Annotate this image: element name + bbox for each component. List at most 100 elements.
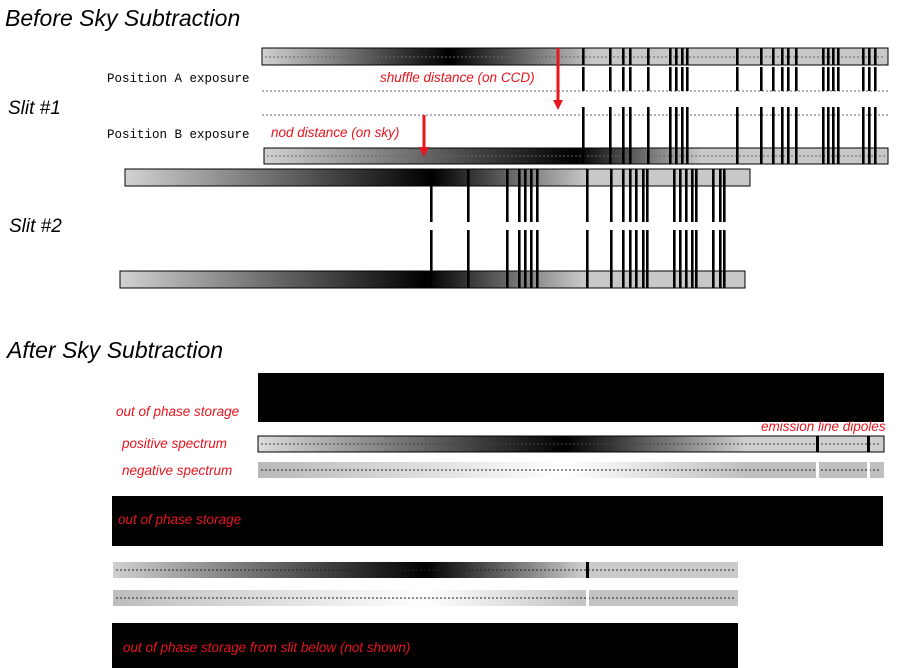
slit1-spectral-line (647, 67, 650, 91)
slit1-spectral-line (681, 67, 684, 91)
slit1-spectral-line (736, 107, 739, 148)
slit2-spectral-line (685, 169, 688, 186)
shuffle-arrow (553, 48, 563, 110)
slit1-spectral-line (787, 107, 790, 148)
slit2-spectral-line (536, 186, 539, 222)
slit1-spectral-line (772, 107, 775, 148)
slit1-spectral-line (686, 148, 689, 164)
slit2-spectral-line (719, 271, 722, 288)
positive-spectrum-label: positive spectrum (121, 436, 227, 451)
slit2-top-bar (124, 168, 751, 187)
slit1-spectral-line (827, 67, 830, 91)
storage-band-bottom (112, 623, 738, 668)
slit1-spectral-line (582, 107, 585, 148)
slit2-spectral-line (467, 230, 470, 271)
slit2-spectral-line (723, 271, 726, 288)
slit1-spectral-line (795, 148, 798, 164)
slit1-spectral-line (827, 48, 830, 65)
slit1-spectral-line (822, 67, 825, 91)
slit2-spectral-line (635, 169, 638, 186)
slit1-spectral-line (622, 107, 625, 148)
slit1-spectral-line (681, 148, 684, 164)
slit2-spectral-line (695, 186, 698, 222)
shuffle-distance-label: shuffle distance (on CCD) (380, 70, 535, 85)
negative-spectrum-label: negative spectrum (122, 463, 232, 478)
slit1-spectral-line (781, 48, 784, 65)
slit2-spectral-line (723, 169, 726, 186)
slit2-spectral-line (536, 169, 539, 186)
slit2-spectral-line (518, 230, 521, 271)
slit2-spectral-line (524, 230, 527, 271)
slit2-spectral-line (679, 169, 682, 186)
slit2-spectral-line (467, 169, 470, 186)
slit2-spectral-line (524, 186, 527, 222)
slit1-spectral-line (736, 48, 739, 65)
slit2-spectral-line (642, 271, 645, 288)
after-title: After Sky Subtraction (5, 337, 223, 363)
slit1-spectral-line (647, 48, 650, 65)
slit1-spectral-line (837, 148, 840, 164)
slit2-spectral-line (467, 186, 470, 222)
slit2-spectral-line (723, 186, 726, 222)
slit1-spectral-line (760, 107, 763, 148)
slit1-spectral-line (874, 148, 877, 164)
slit2-spectral-line (673, 169, 676, 186)
slit2-spectral-line (467, 271, 470, 288)
slit2-spectral-line (430, 186, 433, 222)
slit2-spectral-line (673, 230, 676, 271)
slit1-spectral-line (675, 107, 678, 148)
slit2-spectral-line (629, 271, 632, 288)
slit1-spectral-line (832, 148, 835, 164)
slit2-spectral-line (506, 169, 509, 186)
nod-distance-label: nod distance (on sky) (271, 125, 399, 140)
slit1-emission-lines (582, 48, 877, 164)
slit1-spectral-line (868, 48, 871, 65)
slit2-spectral-line (695, 230, 698, 271)
slit2-spectral-line (518, 186, 521, 222)
slit2-spectral-line (723, 230, 726, 271)
slit1-spectral-line (874, 107, 877, 148)
slit1-position-a-bar (261, 47, 889, 66)
slit1-spectral-line (837, 48, 840, 65)
slit2-spectral-line (518, 169, 521, 186)
slit2-spectral-line (629, 169, 632, 186)
slit1-spectral-line (781, 148, 784, 164)
slit1-spectral-line (669, 67, 672, 91)
slit1-spectral-line (647, 107, 650, 148)
slit1-spectral-line (868, 67, 871, 91)
slit2-spectral-line (679, 186, 682, 222)
slit1-spectral-line (760, 48, 763, 65)
slit1-spectral-line (609, 148, 612, 164)
slit1-spectral-line (772, 148, 775, 164)
slit2-spectral-line (518, 271, 521, 288)
slit2-spectral-line (695, 271, 698, 288)
slit1-spectral-line (681, 48, 684, 65)
slit2-spectral-line (586, 271, 589, 288)
storage-top-label: out of phase storage (116, 404, 239, 419)
slit2-spectral-line (712, 169, 715, 186)
slit2-spectral-line (712, 186, 715, 222)
storage-band-top (258, 373, 884, 422)
slit1-spectral-line (675, 48, 678, 65)
before-title: Before Sky Subtraction (5, 5, 240, 31)
slit2-positive-spectrum-bar (113, 562, 738, 578)
slit2-spectral-line (712, 230, 715, 271)
slit2-label: Slit #2 (9, 216, 62, 237)
slit2-spectral-line (622, 186, 625, 222)
slit2-spectral-line (642, 186, 645, 222)
slit1-spectral-line (675, 148, 678, 164)
slit2-spectral-line (691, 271, 694, 288)
slit1-spectral-line (822, 107, 825, 148)
storage-band-mid (112, 496, 883, 546)
slit2-spectral-line (530, 169, 533, 186)
slit1-spectral-line (787, 67, 790, 91)
slit2-spectral-line (673, 186, 676, 222)
slit2-spectral-line (536, 271, 539, 288)
slit2-spectral-line (685, 230, 688, 271)
slit1-spectral-line (832, 107, 835, 148)
slit2-spectral-line (679, 230, 682, 271)
slit1-spectral-line (795, 48, 798, 65)
slit2-spectral-line (622, 230, 625, 271)
slit2-spectral-line (586, 169, 589, 186)
